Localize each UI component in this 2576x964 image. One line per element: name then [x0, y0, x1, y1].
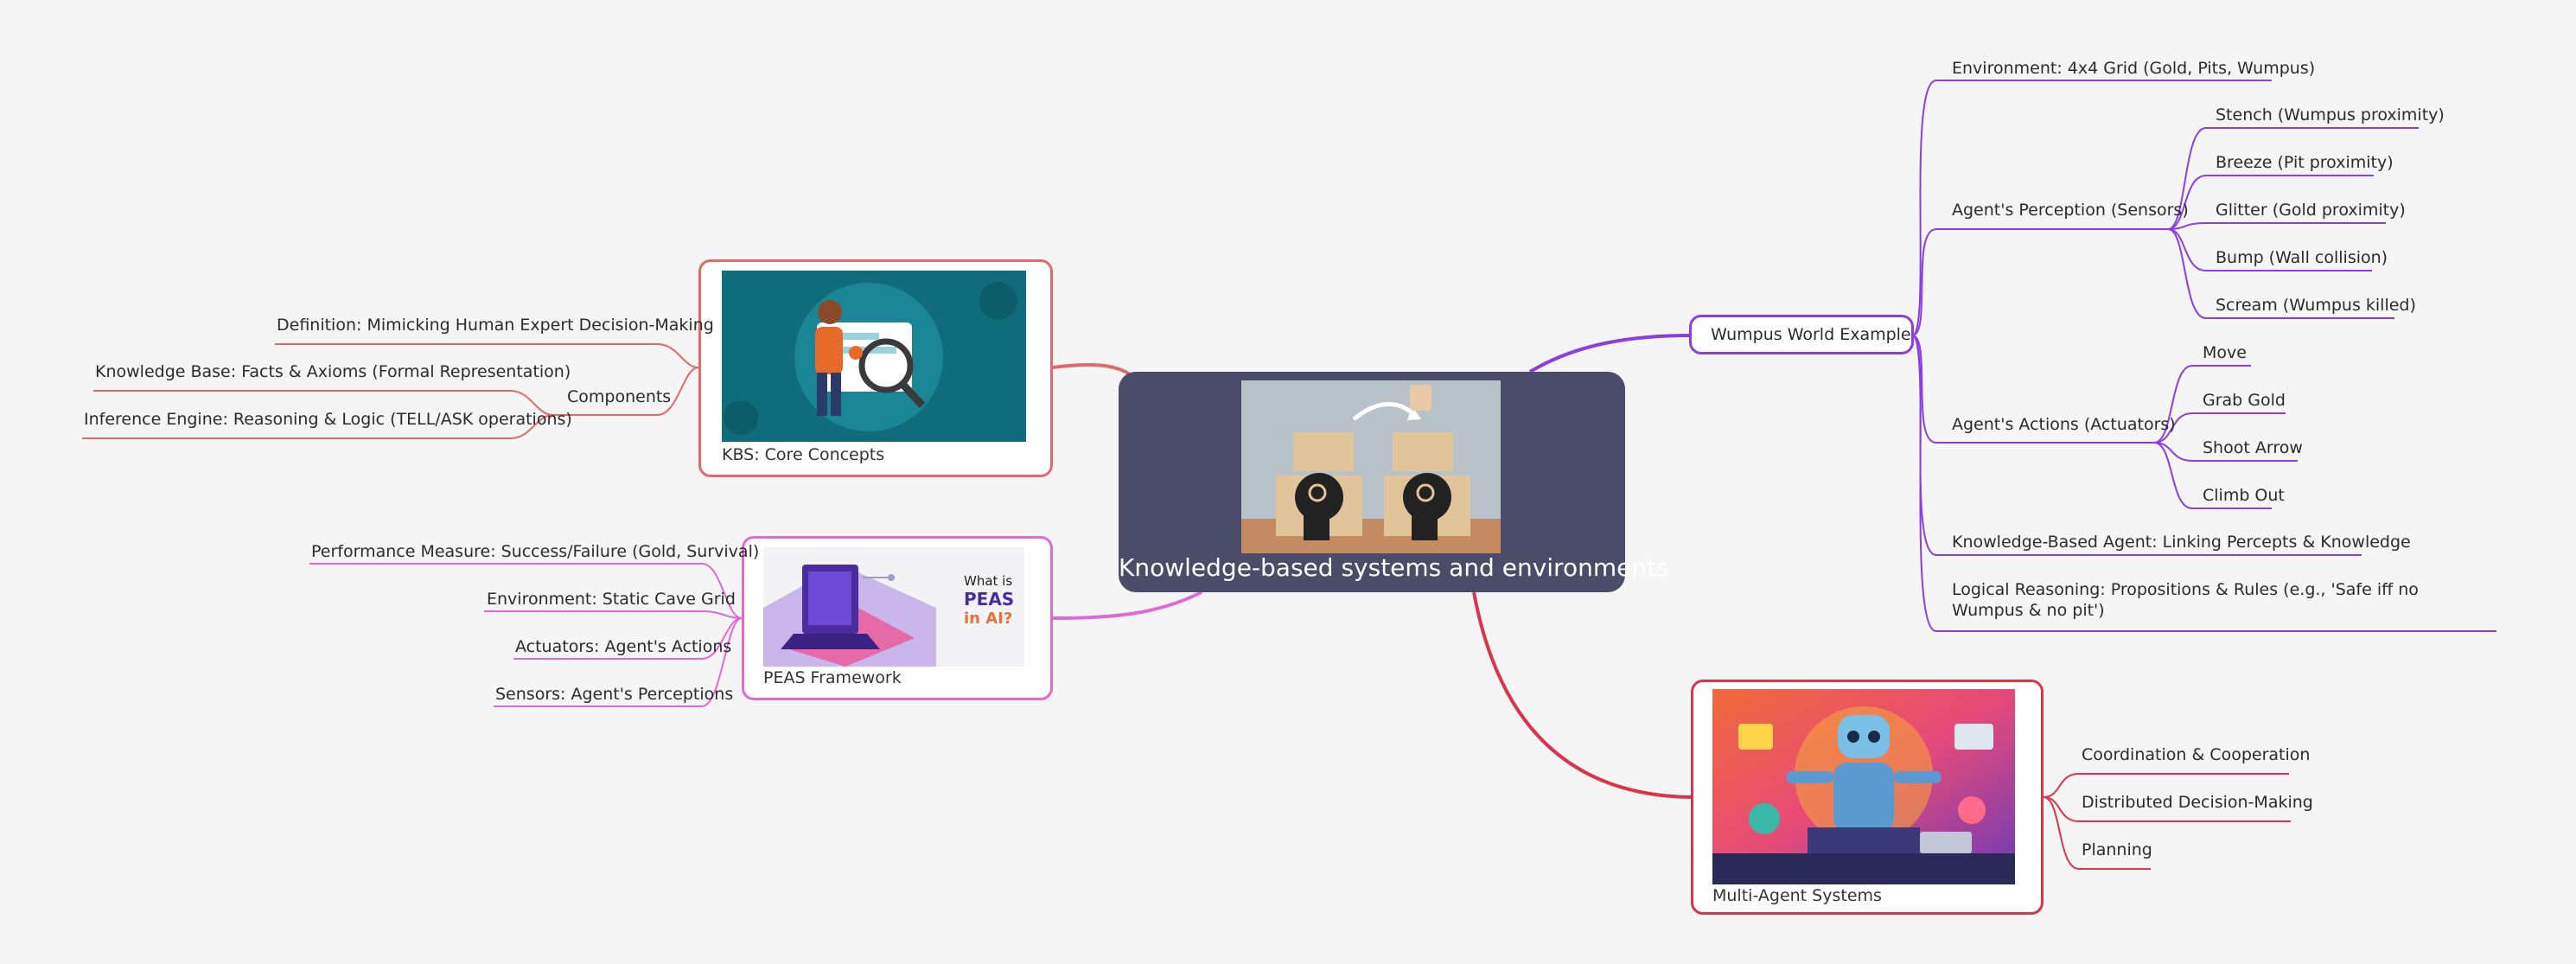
connector-components-ie [82, 414, 554, 439]
robot-multitask-icon [1712, 689, 2015, 884]
perception-stench[interactable]: Stench (Wumpus proximity) [2216, 105, 2445, 124]
connector-perception-scream [2167, 228, 2394, 319]
wumpus-kb-agent[interactable]: Knowledge-Based Agent: Linking Percepts … [1952, 533, 2411, 552]
connector-components-kb [93, 390, 554, 416]
perception-scream[interactable]: Scream (Wumpus killed) [2216, 296, 2416, 315]
root-title: Knowledge-based systems and environments [1119, 553, 1669, 582]
peas-laptop-icon [763, 547, 1024, 667]
mas-title: Multi-Agent Systems [1712, 886, 1882, 905]
kbs-component-knowledge-base[interactable]: Knowledge Base: Facts & Axioms (Formal R… [95, 362, 571, 381]
connector-perception-bump [2167, 228, 2372, 271]
connector-kbs-components [553, 367, 699, 416]
wumpus-title: Wumpus World Example [1711, 325, 1911, 344]
wumpus-perception[interactable]: Agent's Perception (Sensors) [1952, 201, 2189, 220]
connector-root-peas [1052, 591, 1202, 620]
connector-root-mas [1472, 591, 1692, 799]
mas-card[interactable]: Multi-Agent Systems [1691, 680, 2044, 915]
connector-mas-coordination [2043, 773, 2289, 798]
peas-image-text-inai: in AI? [964, 610, 1013, 628]
mas-distributed[interactable]: Distributed Decision-Making [2082, 793, 2313, 812]
connector-actions-move [2153, 365, 2251, 444]
connector-actions-climb [2153, 442, 2272, 509]
connector-perception-glitter [2167, 222, 2386, 230]
connector-wumpus-actions [1911, 335, 2154, 444]
root-node[interactable]: Knowledge-based systems and environments [1119, 372, 1669, 592]
peas-actuators[interactable]: Actuators: Agent's Actions [515, 637, 732, 656]
magnifier-user-icon [722, 271, 1026, 442]
perception-breeze[interactable]: Breeze (Pit proximity) [2216, 153, 2394, 172]
action-climb-out[interactable]: Climb Out [2203, 486, 2285, 505]
connector-peas-sensors [494, 617, 743, 707]
connector-root-wumpus [1528, 334, 1692, 373]
connector-actions-grab [2153, 412, 2286, 444]
connector-wumpus-perception [1911, 228, 2168, 336]
peas-image-text-what: What is [964, 573, 1013, 589]
connector-mas-planning [2043, 796, 2151, 870]
peas-title: PEAS Framework [763, 668, 902, 687]
kbs-components[interactable]: Components [567, 387, 672, 406]
connector-wumpus-environment [1911, 80, 2272, 336]
connector-root-kbs [1052, 363, 1134, 378]
connector-perception-breeze [2167, 175, 2374, 230]
kbs-card[interactable]: KBS: Core Concepts [698, 259, 1053, 477]
wumpus-environment[interactable]: Environment: 4x4 Grid (Gold, Pits, Wumpu… [1952, 59, 2316, 78]
perception-bump[interactable]: Bump (Wall collision) [2216, 248, 2388, 267]
kbs-definition[interactable]: Definition: Mimicking Human Expert Decis… [277, 316, 714, 335]
peas-sensors[interactable]: Sensors: Agent's Perceptions [495, 685, 734, 704]
connector-mas-distributed [2043, 796, 2291, 822]
wumpus-reasoning[interactable]: Logical Reasoning: Propositions & Rules … [1952, 580, 2419, 620]
connector-actions-shoot [2153, 442, 2298, 462]
perception-glitter[interactable]: Glitter (Gold proximity) [2216, 201, 2406, 220]
peas-card[interactable]: What is PEAS in AI? PEAS Framework [742, 536, 1053, 700]
connector-kbs-definition [275, 343, 699, 368]
action-move[interactable]: Move [2203, 343, 2247, 362]
connector-peas-environment [484, 610, 743, 619]
connector-perception-stench [2167, 127, 2419, 230]
mas-planning[interactable]: Planning [2082, 840, 2152, 859]
peas-performance[interactable]: Performance Measure: Success/Failure (Go… [311, 542, 760, 561]
mas-coordination[interactable]: Coordination & Cooperation [2082, 745, 2311, 764]
head-puzzle-icon [1241, 380, 1501, 553]
kbs-component-inference-engine[interactable]: Inference Engine: Reasoning & Logic (TEL… [84, 410, 572, 429]
peas-image-text-peas: PEAS [964, 589, 1015, 610]
action-grab-gold[interactable]: Grab Gold [2203, 391, 2286, 410]
kbs-title: KBS: Core Concepts [722, 445, 885, 464]
peas-environment[interactable]: Environment: Static Cave Grid [487, 590, 736, 609]
wumpus-actions[interactable]: Agent's Actions (Actuators) [1952, 415, 2176, 434]
wumpus-node[interactable]: Wumpus World Example [1689, 315, 1914, 354]
connector-wumpus-reasoning [1911, 335, 2496, 632]
connector-peas-actuators [513, 617, 743, 660]
action-shoot-arrow[interactable]: Shoot Arrow [2203, 438, 2303, 457]
connector-peas-performance [309, 563, 743, 619]
